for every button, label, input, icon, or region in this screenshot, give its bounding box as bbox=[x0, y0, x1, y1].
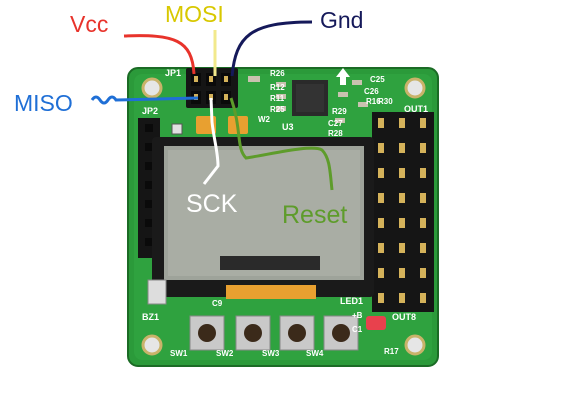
silk-c1: C1 bbox=[352, 325, 363, 334]
out-headers bbox=[372, 112, 434, 312]
mosi-label: MOSI bbox=[165, 1, 224, 27]
silk-c25: C25 bbox=[370, 75, 385, 84]
mounting-hole bbox=[404, 77, 426, 99]
orientation-arrow-icon bbox=[336, 68, 350, 85]
silk-jp2: JP2 bbox=[142, 106, 158, 116]
silk-r28: R28 bbox=[328, 129, 343, 138]
silk-plus-b: +B bbox=[352, 311, 363, 320]
push-button bbox=[235, 315, 271, 351]
push-button bbox=[323, 315, 359, 351]
silk-r11: R11 bbox=[270, 94, 285, 103]
gnd-wire bbox=[230, 20, 313, 77]
silk-r16: R16 bbox=[366, 97, 381, 106]
vcc-label: Vcc bbox=[70, 11, 109, 37]
mounting-hole bbox=[141, 334, 163, 356]
silk-sw1: SW1 bbox=[170, 349, 188, 358]
silk-c27: C27 bbox=[328, 119, 343, 128]
miso-wire bbox=[90, 95, 199, 105]
silk-r29: R29 bbox=[332, 107, 347, 116]
silk-sw3: SW3 bbox=[262, 349, 280, 358]
silk-jp1: JP1 bbox=[165, 68, 181, 78]
silk-r30: R30 bbox=[378, 97, 393, 106]
gnd-label: Gnd bbox=[320, 7, 364, 33]
u3-chip bbox=[292, 80, 328, 116]
silk-r26: R26 bbox=[270, 69, 285, 78]
sck-wire bbox=[202, 97, 220, 185]
silk-w2: W2 bbox=[258, 115, 271, 124]
buzzer bbox=[147, 279, 167, 305]
silk-out1: OUT1 bbox=[404, 104, 428, 114]
mounting-hole bbox=[404, 334, 426, 356]
silk-sw2: SW2 bbox=[216, 349, 234, 358]
silk-bz1: BZ1 bbox=[142, 312, 159, 322]
mounting-hole bbox=[141, 77, 163, 99]
silk-out8: OUT8 bbox=[392, 312, 416, 322]
silk-c26: C26 bbox=[364, 87, 379, 96]
smd-components bbox=[171, 76, 368, 135]
silk-c9: C9 bbox=[212, 299, 223, 308]
reset-wire bbox=[229, 97, 334, 191]
lcd-display bbox=[152, 137, 374, 299]
led bbox=[366, 316, 386, 330]
silk-led1: LED1 bbox=[340, 296, 363, 306]
push-button bbox=[279, 315, 315, 351]
miso-label: MISO bbox=[14, 90, 73, 116]
reset-label: Reset bbox=[282, 201, 348, 229]
vcc-wire bbox=[123, 34, 196, 75]
sck-label: SCK bbox=[186, 190, 238, 218]
push-button bbox=[189, 315, 225, 351]
silk-u3: U3 bbox=[282, 122, 294, 132]
silk-sw4: SW4 bbox=[306, 349, 324, 358]
silk-r17: R17 bbox=[384, 347, 399, 356]
silk-r25: R25 bbox=[270, 105, 285, 114]
silk-r12: R12 bbox=[270, 83, 285, 92]
